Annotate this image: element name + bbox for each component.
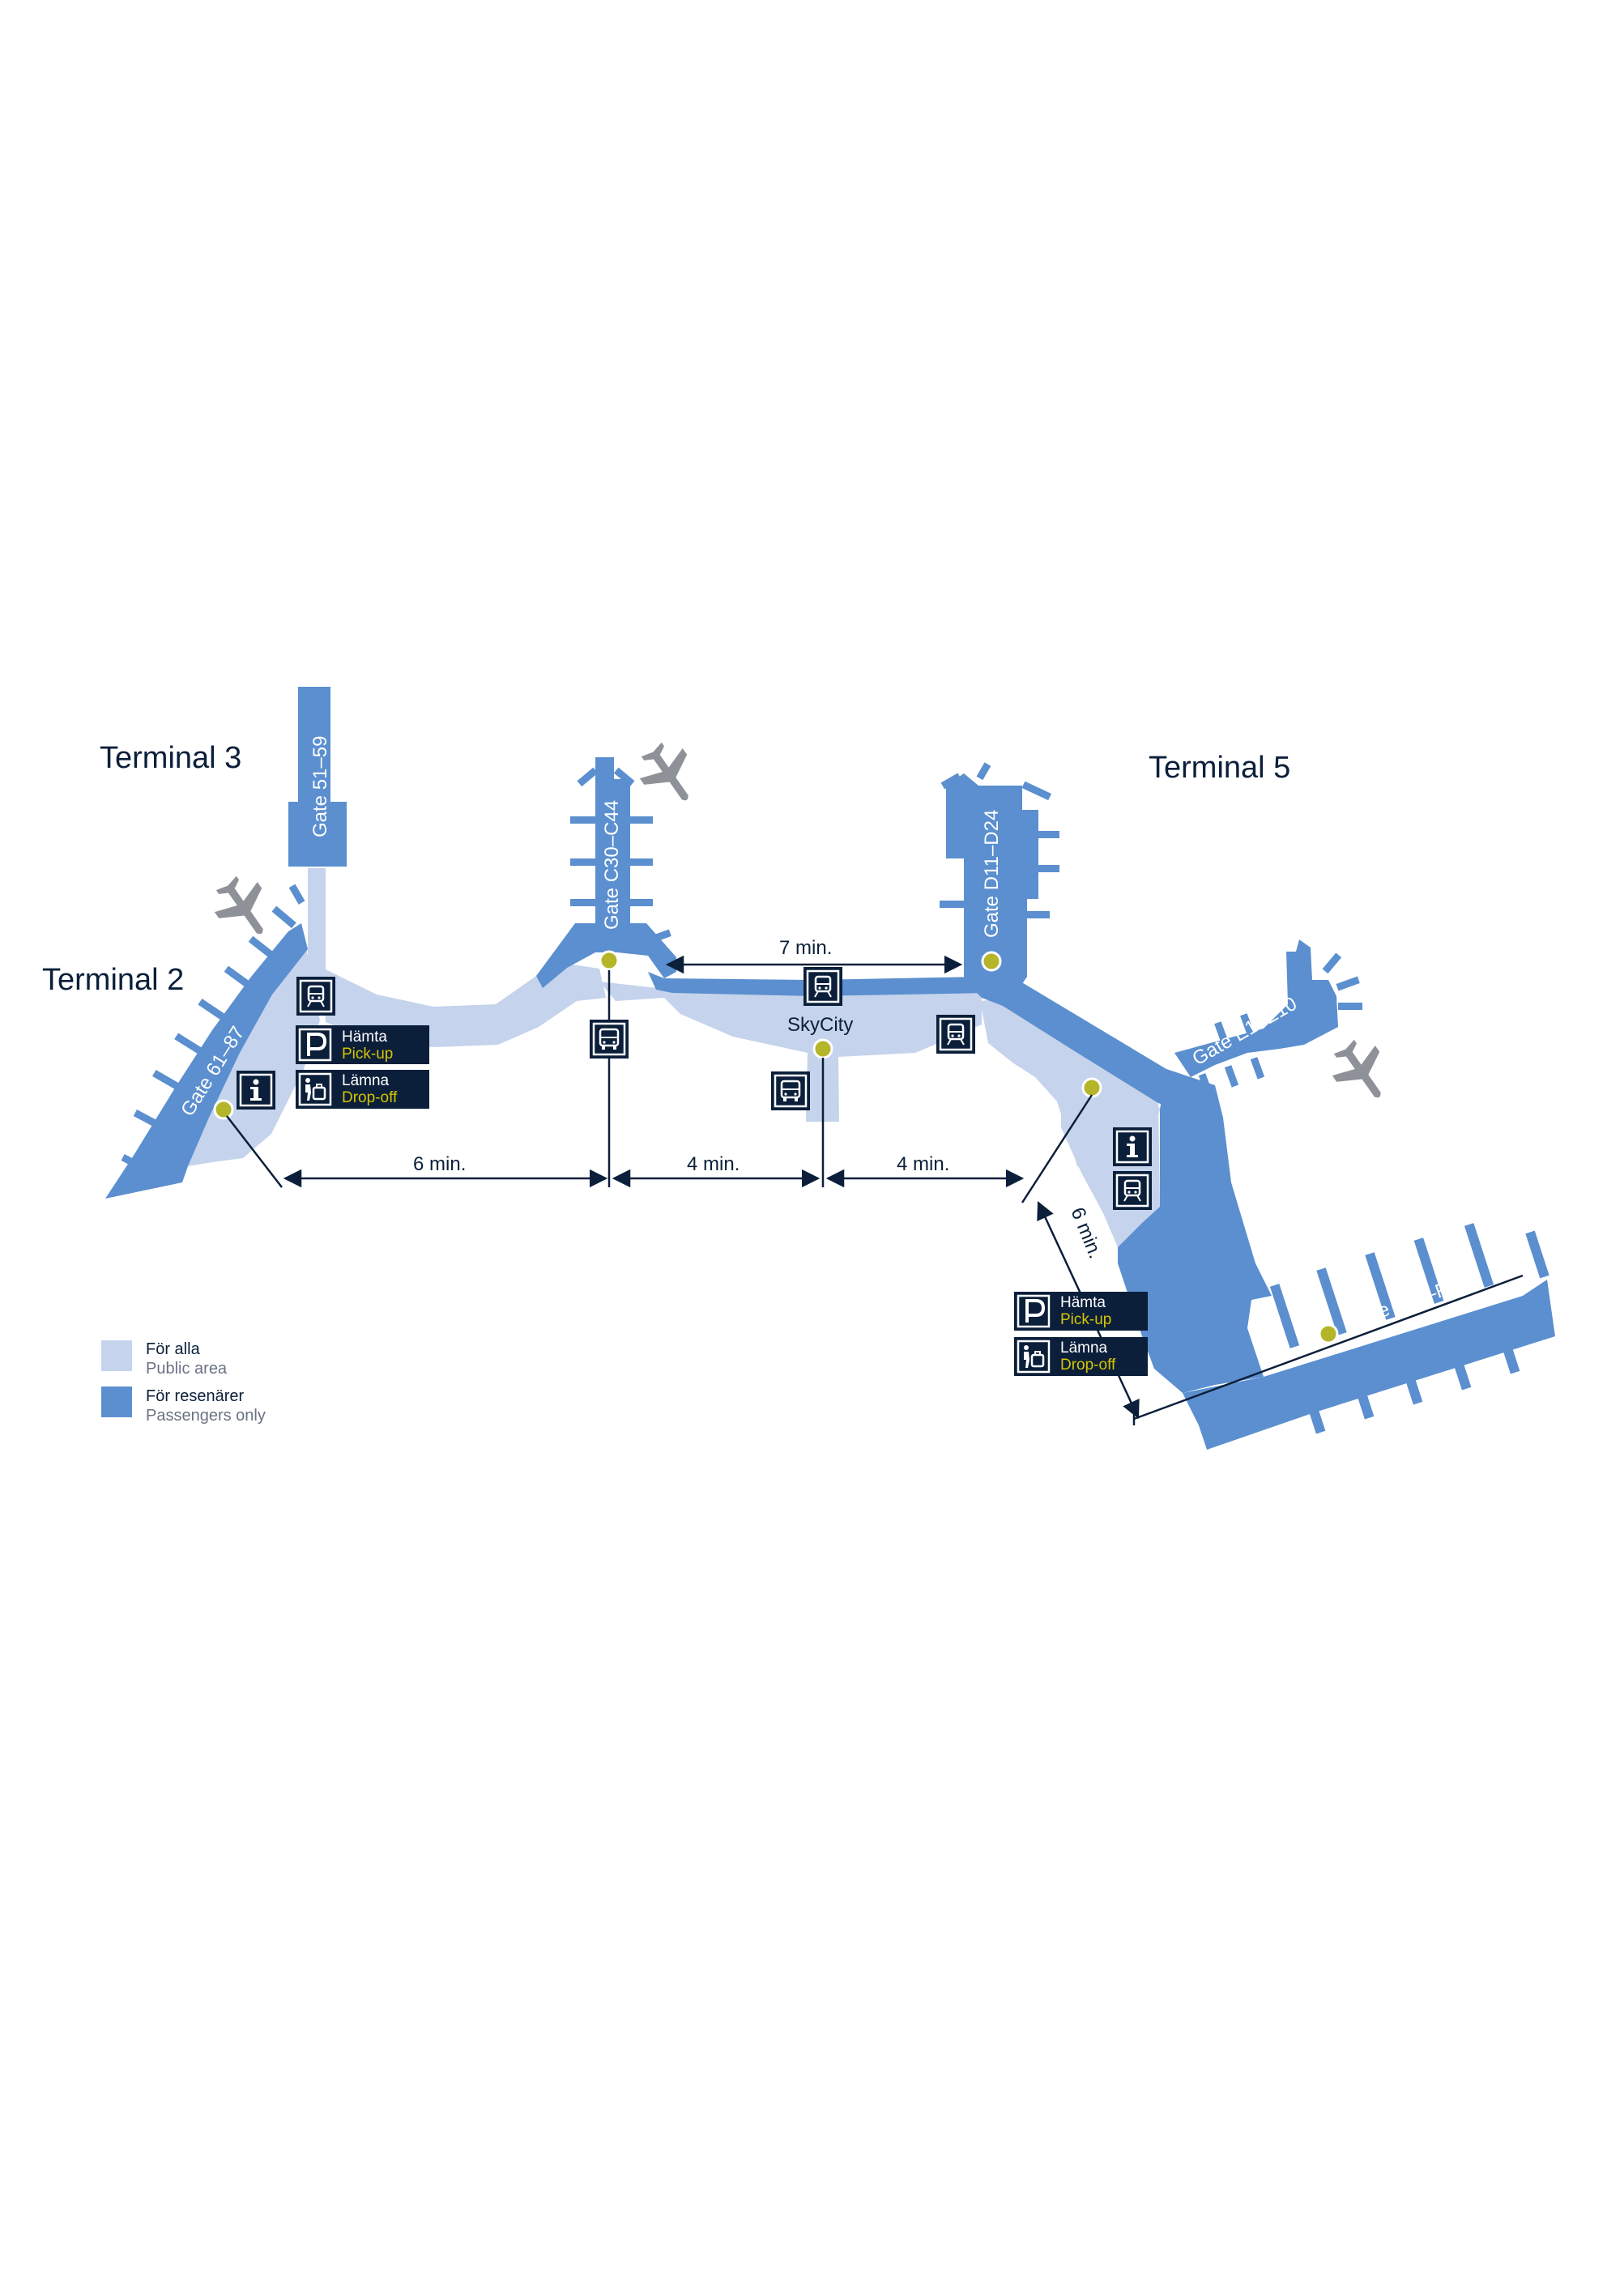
t2-dropoff-sv: Lämna — [342, 1072, 390, 1089]
bus-icon — [588, 1018, 630, 1060]
drop-off-icon — [294, 1068, 336, 1110]
legend-public-sv: För alla — [146, 1340, 201, 1358]
parking-icon — [294, 1024, 336, 1066]
d-t5-passenger-walkway — [982, 977, 1191, 1111]
walk-time-c-skycity: 4 min. — [687, 1153, 740, 1175]
info-icon — [235, 1069, 277, 1111]
pier-51-59 — [288, 687, 347, 867]
t5-dropoff-sv: Lämna — [1060, 1340, 1108, 1357]
t2-pickup-en: Pick-up — [342, 1046, 393, 1063]
t2-dropoff-en: Drop-off — [342, 1089, 398, 1106]
drop-off-icon — [1012, 1335, 1055, 1378]
t2-pickup-sv: Hämta — [342, 1029, 387, 1046]
parking-icon — [1012, 1290, 1055, 1332]
pier-d-fingers — [940, 762, 1059, 918]
t5-passenger-core — [1118, 1069, 1272, 1393]
bus-icon — [769, 1070, 812, 1112]
t5-dropoff-sign: Lämna Drop-off — [1012, 1335, 1148, 1378]
pier-e1-e10 — [1174, 939, 1338, 1077]
pier-e-fingers — [1198, 952, 1362, 1096]
legend-swatch-passengers — [101, 1387, 132, 1417]
legend-passengers-sv: För resenärer — [146, 1387, 244, 1405]
pier-f-fingers — [1269, 1223, 1549, 1434]
terminal-2-title: Terminal 2 — [42, 963, 184, 997]
walk-time-t2-c: 6 min. — [413, 1153, 466, 1175]
train-icon — [295, 975, 337, 1017]
legend-swatch-public — [101, 1340, 132, 1371]
gate-label-c30-c44: Gate C30–C44 — [601, 800, 623, 930]
walkway-dot — [1318, 1323, 1339, 1344]
walkway-dot — [599, 950, 620, 971]
walkway-dot — [981, 951, 1002, 972]
terminal-5-title: Terminal 5 — [1149, 751, 1290, 785]
gate-label-51-59: Gate 51–59 — [309, 736, 331, 837]
terminal-3-title: Terminal 3 — [100, 741, 241, 775]
pier-f26-f69 — [1183, 1280, 1555, 1450]
legend-public-en: Public area — [146, 1360, 228, 1378]
airplane-icon — [629, 734, 709, 816]
walkway-dot — [213, 1099, 234, 1120]
legend: För alla Public area För resenärer Passe… — [101, 1340, 266, 1425]
pier-d11-d24 — [946, 773, 1038, 998]
train-icon — [802, 965, 844, 1007]
walkway-dot — [1081, 1077, 1102, 1098]
pier-c-fingers — [570, 767, 671, 944]
pier-c30-c44 — [536, 757, 676, 988]
airplane-icon — [1322, 1031, 1401, 1113]
t5-pickup-sv: Hämta — [1060, 1294, 1106, 1311]
t3-connector-public — [308, 868, 326, 998]
timing-lines — [226, 955, 1524, 1425]
t2-pickup-sign: Hämta Pick-up — [294, 1024, 429, 1066]
pier-61-87 — [105, 923, 308, 1199]
info-icon — [1111, 1126, 1153, 1168]
skycity-public-area — [599, 982, 982, 1122]
pier-61-87-fingers — [121, 884, 305, 1173]
airplane-icon — [204, 867, 283, 949]
walkway-dots — [213, 950, 1339, 1344]
legend-passengers-en: Passengers only — [146, 1407, 266, 1425]
walk-time-t5-f: 6 min. — [1066, 1204, 1106, 1262]
skycity-label: SkyCity — [787, 1014, 853, 1036]
gate-label-d11-d24: Gate D11–D24 — [981, 810, 1003, 938]
train-icon — [935, 1013, 977, 1055]
walk-time-c-d: 7 min. — [779, 937, 832, 959]
train-icon — [1111, 1169, 1153, 1212]
walk-time-skycity-t5: 4 min. — [897, 1153, 949, 1175]
t5-pickup-en: Pick-up — [1060, 1311, 1111, 1328]
t5-pickup-sign: Hämta Pick-up — [1012, 1290, 1148, 1332]
t2-dropoff-sign: Lämna Drop-off — [294, 1068, 429, 1110]
t5-dropoff-en: Drop-off — [1060, 1357, 1116, 1374]
walkway-dot — [812, 1038, 833, 1059]
